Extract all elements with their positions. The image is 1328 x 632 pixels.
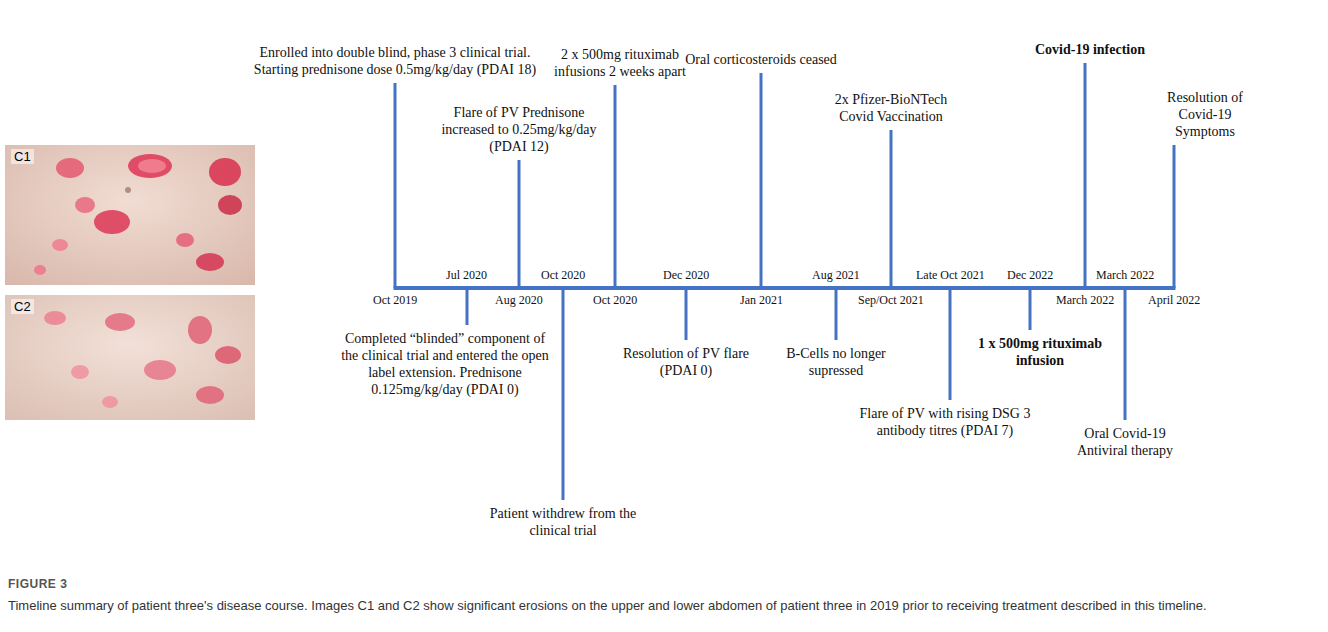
event-text: Completed “blinded” component of the cli… xyxy=(335,330,555,398)
timeline-tick xyxy=(1173,145,1176,288)
timeline-tick xyxy=(1084,63,1087,288)
event-text: Oral Covid-19 Antiviral therapy xyxy=(1060,425,1190,459)
event-text: 2x Pfizer-BioNTech Covid Vaccination xyxy=(816,91,966,125)
date-label: Oct 2020 xyxy=(540,268,586,282)
timeline-tick xyxy=(890,130,893,288)
date-label: Aug 2021 xyxy=(811,268,861,282)
photo-c1 xyxy=(5,145,255,285)
event-text: Resolution of PV flare (PDAI 0) xyxy=(621,345,751,379)
date-label: Jul 2020 xyxy=(445,268,488,282)
photo-panel: C1 xyxy=(5,145,255,285)
timeline-tick xyxy=(949,288,952,400)
figure-caption: Timeline summary of patient three's dise… xyxy=(8,597,1308,614)
photo-c2 xyxy=(5,295,255,420)
event-text: 2 x 500mg rituximab infusions 2 weeks ap… xyxy=(550,46,690,80)
timeline-tick xyxy=(466,288,469,325)
timeline-axis xyxy=(394,286,1176,290)
event-text: Patient withdrew from the clinical trial xyxy=(488,505,638,539)
date-label: Jan 2021 xyxy=(739,293,784,307)
event-text: B-Cells no longer supressed xyxy=(771,345,901,379)
date-label: March 2022 xyxy=(1055,293,1115,307)
figure-title: FIGURE 3 xyxy=(8,577,67,591)
event-text: Flare of PV with rising DSG 3 antibody t… xyxy=(855,405,1035,439)
event-text: Flare of PV Prednisone increased to 0.25… xyxy=(439,104,599,155)
date-label: Dec 2022 xyxy=(1006,268,1054,282)
timeline-tick xyxy=(562,288,565,500)
event-text: Covid-19 infection xyxy=(1010,41,1170,58)
date-label: Aug 2020 xyxy=(494,293,544,307)
timeline-tick xyxy=(518,160,521,288)
timeline-tick xyxy=(394,83,397,288)
photo-label: C1 xyxy=(11,149,34,164)
photo-label: C2 xyxy=(11,299,34,314)
timeline-tick xyxy=(760,73,763,288)
date-label: Oct 2020 xyxy=(592,293,638,307)
timeline-tick xyxy=(614,85,617,288)
event-text: Oral corticosteroids ceased xyxy=(681,51,841,68)
date-label: Sep/Oct 2021 xyxy=(857,293,925,307)
event-text: Resolution of Covid-19 Symptoms xyxy=(1155,89,1255,140)
timeline-tick xyxy=(1124,288,1127,420)
date-label: Late Oct 2021 xyxy=(915,268,986,282)
date-label: Oct 2019 xyxy=(372,293,418,307)
timeline-tick xyxy=(835,288,838,340)
timeline-tick xyxy=(1029,288,1032,330)
event-text: 1 x 500mg rituximab infusion xyxy=(975,335,1105,369)
date-label: Dec 2020 xyxy=(662,268,710,282)
date-label: March 2022 xyxy=(1095,268,1155,282)
photo-panel: C2 xyxy=(5,295,255,420)
date-label: April 2022 xyxy=(1147,293,1201,307)
event-text: Enrolled into double blind, phase 3 clin… xyxy=(250,44,540,78)
timeline-tick xyxy=(685,288,688,340)
